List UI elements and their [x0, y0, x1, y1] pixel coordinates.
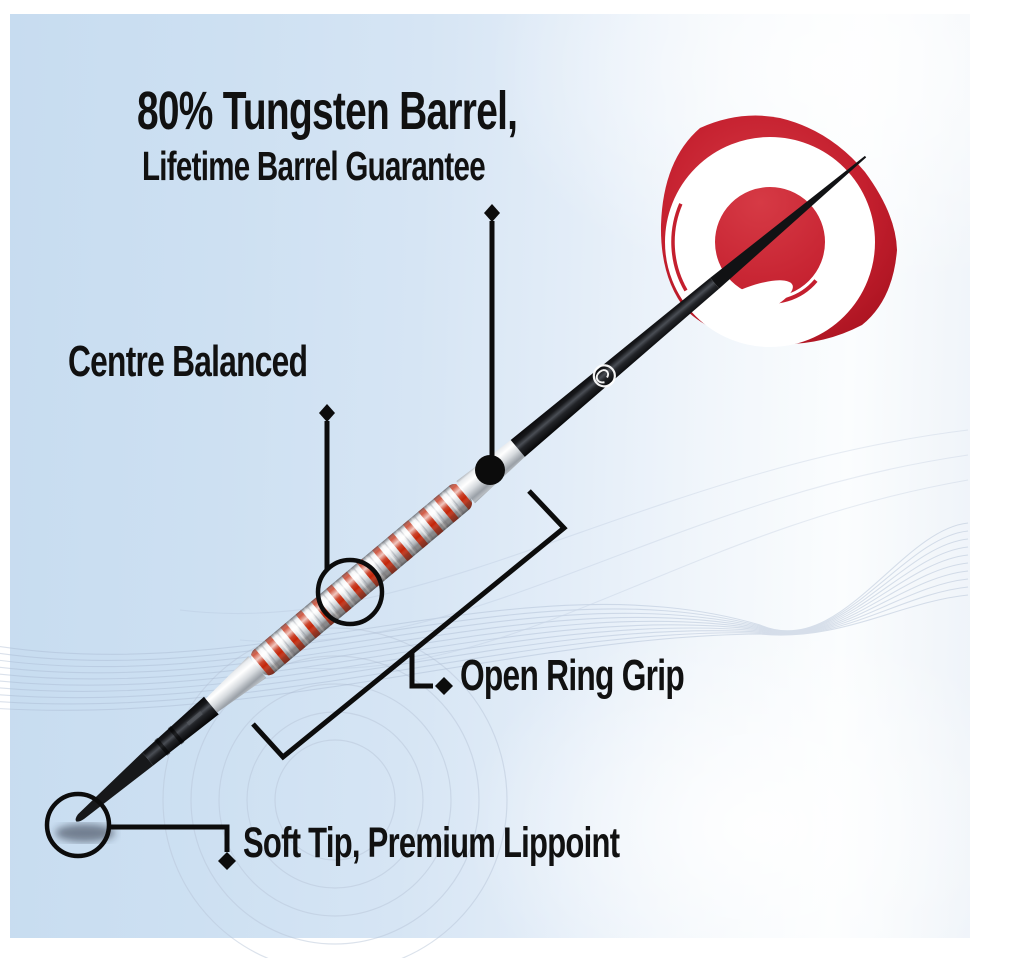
- soft-tip-label: Soft Tip, Premium Lippoint: [243, 819, 620, 867]
- centre-balanced-label: Centre Balanced: [68, 337, 308, 386]
- open-ring-grip-label: Open Ring Grip: [460, 651, 685, 700]
- tungsten-label-line1: 80% Tungsten Barrel,: [137, 81, 518, 141]
- tungsten-label-line2: Lifetime Barrel Guarantee: [142, 143, 486, 189]
